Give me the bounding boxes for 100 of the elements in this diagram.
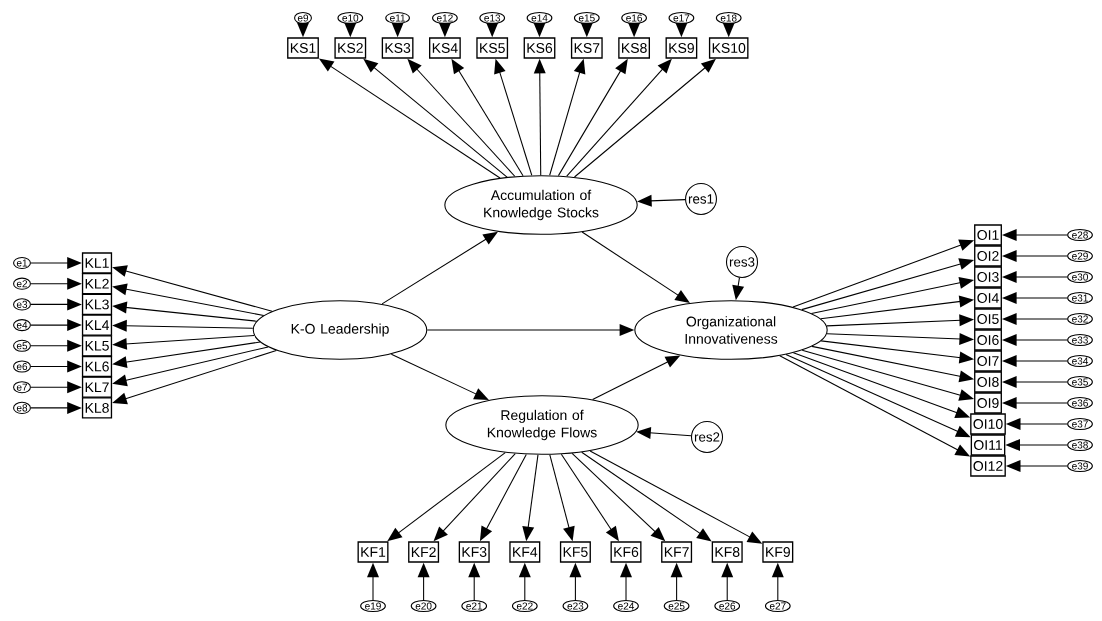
arrow (792, 352, 971, 419)
arrow (801, 258, 975, 311)
indicator-box: KS5 (476, 37, 509, 59)
arrow (522, 454, 539, 542)
indicator-box: OI10 (970, 413, 1006, 435)
arrow (628, 22, 641, 38)
arrow (381, 231, 498, 305)
arrow (391, 22, 404, 38)
indicator-box: KL8 (81, 397, 113, 419)
arrow (732, 277, 745, 301)
indicator-box: OI7 (974, 350, 1002, 372)
arrow (112, 341, 261, 368)
indicator-box: KF7 (661, 541, 693, 563)
arrow (486, 22, 499, 38)
arrow (112, 265, 273, 312)
arrow (785, 354, 971, 438)
arrow (112, 301, 258, 322)
indicator-box: KL1 (81, 252, 113, 274)
arrow (721, 562, 734, 601)
arrow (820, 340, 975, 364)
indicator-box: KL5 (81, 335, 113, 357)
arrow (557, 58, 628, 177)
arrow (1005, 418, 1068, 430)
indicator-box: OI11 (970, 434, 1006, 456)
arrow (811, 345, 975, 383)
indicator-box: KF4 (509, 541, 541, 563)
indicator-box: KF2 (408, 541, 440, 563)
indicator-box: OI2 (974, 245, 1002, 267)
arrow (387, 452, 506, 542)
arrow (426, 324, 635, 336)
arrow (801, 349, 975, 401)
indicator-box: OI12 (970, 455, 1006, 477)
arrow (112, 283, 265, 316)
indicator-box: KS10 (708, 37, 749, 59)
arrow (494, 58, 533, 176)
arrow (810, 276, 975, 314)
arrow (390, 353, 489, 401)
arrow (407, 58, 516, 177)
arrow (518, 562, 531, 601)
arrow (820, 295, 975, 320)
arrow (581, 231, 690, 303)
arrow (533, 22, 546, 38)
arrow (112, 349, 277, 405)
arrow (560, 453, 619, 542)
arrow (826, 332, 975, 345)
arrow (571, 452, 666, 542)
arrow (549, 58, 586, 176)
arrow (826, 314, 975, 327)
indicator-box: KS2 (334, 37, 367, 59)
indicator-box: KS7 (570, 37, 603, 59)
arrow (771, 562, 784, 601)
indicator-box: KS6 (523, 37, 556, 59)
arrow (581, 451, 712, 542)
arrow (620, 562, 632, 601)
arrow (1001, 292, 1068, 304)
indicator-box: KF5 (559, 541, 591, 563)
arrow (367, 562, 379, 601)
arrow (1005, 460, 1068, 472)
indicator-box: OI3 (974, 266, 1002, 288)
arrow (1001, 355, 1068, 367)
arrow (479, 453, 527, 542)
arrow (779, 355, 971, 457)
indicator-box: KF9 (762, 541, 794, 563)
arrow (451, 58, 524, 177)
indicator-box: KL2 (81, 273, 113, 295)
arrow (670, 562, 683, 601)
arrow (112, 346, 269, 387)
arrow (30, 339, 82, 352)
indicator-box: KF3 (458, 541, 490, 563)
indicator-box: KF1 (357, 541, 389, 563)
indicator-box: OI9 (974, 392, 1002, 414)
arrow (589, 450, 763, 544)
arrow (112, 319, 254, 332)
arrow (1001, 397, 1068, 409)
arrow (722, 22, 735, 38)
indicator-box: KS1 (287, 37, 319, 59)
arrow (30, 319, 82, 332)
indicator-box: KS3 (381, 37, 414, 59)
arrow (112, 335, 255, 350)
arrow (1001, 313, 1068, 325)
arrow (569, 562, 582, 601)
arrow (1001, 271, 1068, 283)
arrow (30, 257, 82, 269)
arrow (363, 58, 508, 178)
indicator-box: KS9 (665, 37, 698, 59)
arrow (30, 298, 82, 311)
arrow (533, 58, 546, 176)
arrow (675, 22, 688, 38)
arrow (1001, 250, 1068, 262)
arrow (636, 426, 692, 439)
indicator-box: KL4 (81, 314, 113, 336)
arrow (30, 277, 82, 290)
indicator-box: OI8 (974, 371, 1002, 393)
arrow (573, 58, 716, 178)
arrow (297, 22, 309, 38)
arrow (1001, 376, 1068, 388)
arrow (580, 22, 593, 38)
arrow (438, 22, 451, 38)
arrow (30, 401, 82, 414)
indicator-box: KL6 (81, 355, 113, 378)
